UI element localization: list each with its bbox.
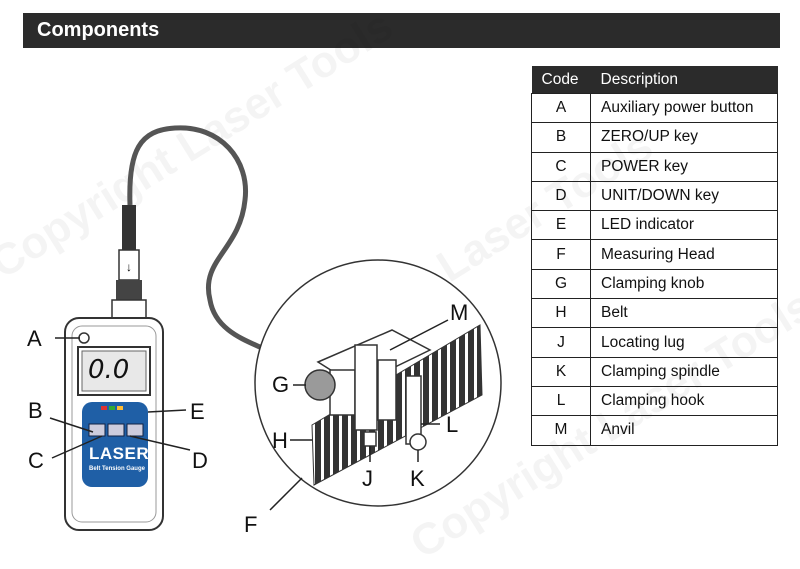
keypad-panel bbox=[82, 402, 148, 487]
row-code: D bbox=[531, 180, 591, 212]
row-code: F bbox=[531, 239, 591, 270]
callout-a: A bbox=[27, 326, 42, 351]
zero-up-key bbox=[88, 423, 106, 437]
section-title: Components bbox=[37, 19, 160, 41]
row-code: M bbox=[531, 415, 591, 446]
row-code: E bbox=[531, 210, 591, 241]
row-code: G bbox=[531, 268, 591, 300]
lcd-reading: 0.0 bbox=[88, 355, 130, 385]
cable-connector bbox=[122, 205, 136, 250]
clamping-spindle bbox=[409, 433, 427, 451]
row-description: Clamping spindle bbox=[590, 356, 778, 387]
components-diagram: ↓ bbox=[49, 125, 502, 531]
aux-power-button bbox=[78, 332, 90, 344]
row-code: H bbox=[531, 298, 591, 329]
row-code: B bbox=[531, 122, 591, 153]
row-description: Clamping hook bbox=[590, 385, 778, 417]
row-description: Auxiliary power button bbox=[590, 92, 778, 124]
row-description: UNIT/DOWN key bbox=[590, 180, 778, 212]
callout-k: K bbox=[410, 466, 425, 491]
unit-down-key bbox=[126, 423, 144, 437]
row-code: J bbox=[531, 327, 591, 358]
callout-b: B bbox=[28, 398, 43, 423]
belt bbox=[311, 324, 483, 486]
row-description: Measuring Head bbox=[590, 239, 778, 270]
callout-e: E bbox=[190, 399, 205, 424]
svg-text:↓: ↓ bbox=[126, 260, 132, 274]
row-code: C bbox=[531, 151, 591, 182]
clamping-knob bbox=[304, 369, 336, 401]
row-description: POWER key bbox=[590, 151, 778, 182]
row-description: Anvil bbox=[590, 415, 778, 446]
callout-d: D bbox=[192, 448, 208, 473]
row-description: ZERO/UP key bbox=[590, 122, 778, 153]
brand-logo: LASER bbox=[89, 444, 150, 463]
header-code: Code bbox=[531, 66, 591, 94]
callout-c: C bbox=[28, 448, 44, 473]
callout-m: M bbox=[450, 300, 469, 325]
row-code: L bbox=[531, 385, 591, 417]
table-header-row: Code Description bbox=[531, 66, 778, 94]
row-code: A bbox=[531, 92, 591, 124]
row-description: Clamping knob bbox=[590, 268, 778, 300]
row-description: LED indicator bbox=[590, 210, 778, 241]
section-header: Components bbox=[23, 13, 780, 48]
header-description: Description bbox=[590, 66, 778, 94]
row-description: Locating lug bbox=[590, 327, 778, 358]
anvil bbox=[354, 344, 378, 431]
row-description: Belt bbox=[590, 298, 778, 329]
callout-f: F bbox=[244, 512, 258, 537]
callout-l: L bbox=[446, 412, 459, 437]
power-key bbox=[107, 423, 125, 437]
row-code: K bbox=[531, 356, 591, 387]
callout-g: G bbox=[272, 372, 290, 397]
callout-j: J bbox=[362, 466, 373, 491]
callout-h: H bbox=[272, 428, 288, 453]
locating-lug bbox=[363, 431, 377, 447]
model-label: Belt Tension Gauge bbox=[89, 466, 145, 472]
